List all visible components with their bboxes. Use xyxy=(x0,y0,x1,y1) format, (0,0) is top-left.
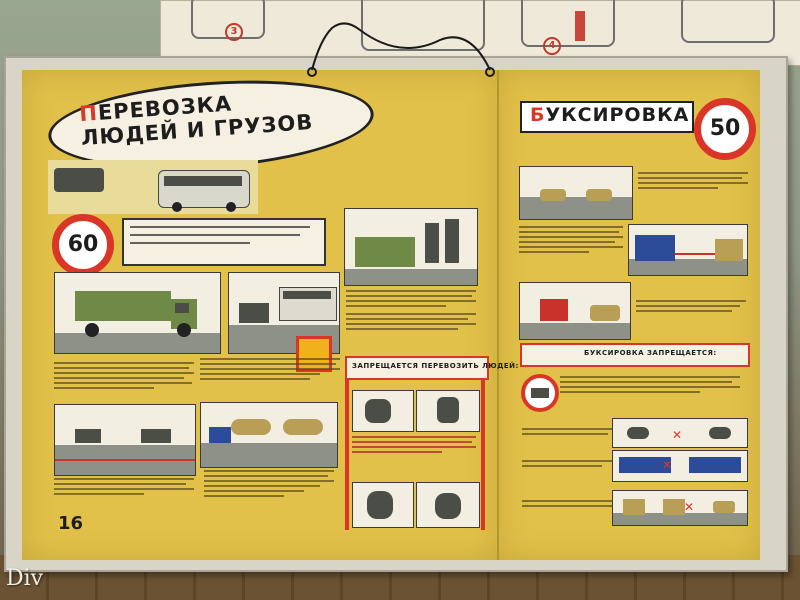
right-title-initial: Б xyxy=(530,104,546,126)
blue-truck-tow-illustration xyxy=(628,224,748,276)
background-red-part xyxy=(575,11,585,41)
forbidden-illustration xyxy=(352,390,414,432)
forbidden-illustration xyxy=(416,482,480,528)
tanker-truck-illustration xyxy=(200,402,338,468)
red-frame xyxy=(481,380,485,530)
green-truck-illustration xyxy=(54,272,221,354)
background-sketch xyxy=(681,0,775,43)
people-loading-illustration xyxy=(344,208,478,286)
text-block xyxy=(636,300,746,315)
forbidden-people-banner xyxy=(345,356,489,380)
forbidden-illustration xyxy=(416,390,480,432)
cross-mark: ✕ xyxy=(684,500,695,514)
speed-limit-value: 50 xyxy=(709,116,741,141)
road-diagram-illustration xyxy=(54,404,196,476)
background-number-3: 3 xyxy=(225,23,243,41)
speed-limit-value: 60 xyxy=(67,232,99,257)
speed-limit-sign-50: 50 xyxy=(694,98,756,160)
forbidden-tow-text: БУКСИРОВКА ЗАПРЕЩАЕТСЯ: xyxy=(584,349,717,357)
speed-limit-sign-60: 60 xyxy=(52,214,114,276)
forbidden-tow-banner xyxy=(520,343,750,367)
left-title-initial: П xyxy=(78,100,99,127)
right-title-box xyxy=(520,101,694,133)
bus-illustration xyxy=(48,160,258,214)
children-crossing-sign xyxy=(296,336,332,372)
no-trucks-sign xyxy=(521,374,559,412)
cross-mark: ✕ xyxy=(662,458,673,472)
text-block xyxy=(352,436,476,456)
text-block xyxy=(200,358,340,383)
text-block xyxy=(560,376,740,396)
speed-rule-box xyxy=(122,218,326,266)
two-blue-trucks-illustration xyxy=(612,450,748,482)
right-title: БУКСИРОВКА xyxy=(530,104,689,126)
background-sketch xyxy=(521,0,615,47)
background-sketch xyxy=(361,0,485,51)
red-tractor-illustration xyxy=(519,282,631,340)
text-block xyxy=(519,226,623,256)
text-block xyxy=(346,290,476,333)
watermark: Div xyxy=(6,566,44,591)
background-number-4: 4 xyxy=(543,37,561,55)
forbidden-people-text: ЗАПРЕЩАЕТСЯ ПЕРЕВОЗИТЬ ЛЮДЕЙ: xyxy=(352,362,519,370)
forbidden-illustration xyxy=(352,482,414,528)
panel-fold xyxy=(497,70,499,560)
red-frame xyxy=(345,380,349,530)
bicycle-tow-illustration xyxy=(612,418,748,448)
text-block xyxy=(522,460,612,470)
text-block xyxy=(204,470,334,500)
right-title-rest: УКСИРОВКА xyxy=(545,104,690,126)
page-number: 16 xyxy=(58,513,84,534)
text-block xyxy=(638,172,748,192)
truck-and-car-illustration xyxy=(612,490,748,526)
cross-mark: ✕ xyxy=(672,428,683,442)
text-block xyxy=(522,500,622,510)
text-block xyxy=(522,428,612,438)
background-poster: 3 4 xyxy=(160,0,800,66)
text-block xyxy=(54,362,194,392)
text-block xyxy=(54,478,194,498)
cars-towing-illustration xyxy=(519,166,633,220)
